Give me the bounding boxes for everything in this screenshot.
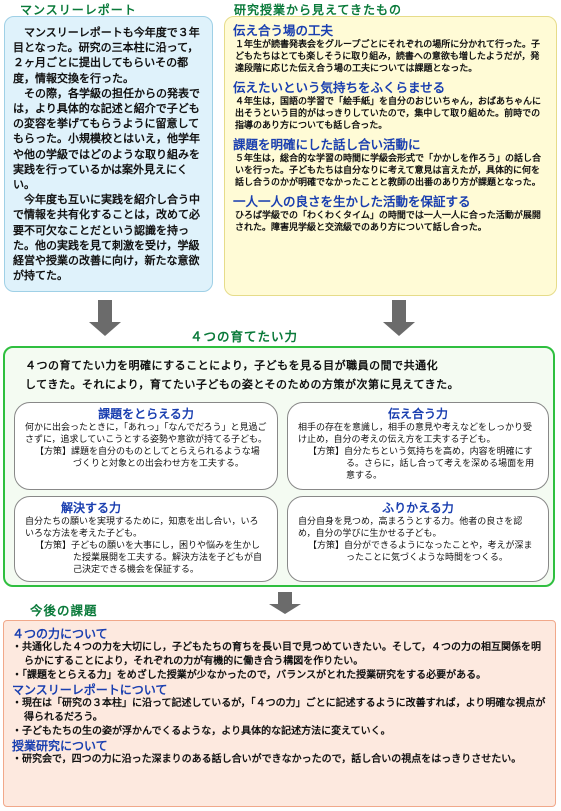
finding-heading-1: 伝え合う場の工夫 bbox=[233, 23, 334, 38]
power-card-reflect: ふりかえる力 自分自身を見つめ，高まろうとする力。他者の良さを認め，自分の学びに… bbox=[287, 496, 549, 582]
four-powers-box: ４つの育てたい力を明確にすることにより，子どもを見る目が職員の間で共通化 してき… bbox=[3, 346, 555, 587]
future-heading-2: マンスリーレポートについて bbox=[12, 683, 168, 697]
power-plan: 課題を自分のものとしてとらえられるような場づくりと対象との出会わせ方を工夫する。 bbox=[71, 447, 260, 469]
research-findings-box: 伝え合う場の工夫 １年生が読書発表会をグループごとにそれぞれの場所に分かれて行っ… bbox=[224, 16, 557, 296]
power-card-problem: 課題をとらえる力 何かに出会ったときに，「あれっ」「なんでだろう」と見過ごさずに… bbox=[14, 402, 278, 490]
future-heading-3: 授業研究について bbox=[12, 739, 108, 753]
plan-label: 【方策】 bbox=[308, 541, 345, 551]
finding-heading-3: 課題を明確にした話し合い活動に bbox=[233, 137, 421, 152]
power-name: 伝え合う力 bbox=[387, 407, 448, 421]
power-desc: 自分たちの願いを実現するために，知恵を出し合い，いろいろな方法を考えた子ども。 bbox=[25, 517, 259, 539]
power-card-solve: 解決する力 自分たちの願いを実現するために，知恵を出し合い，いろいろな方法を考え… bbox=[14, 496, 278, 582]
future-heading-1: ４つの力について bbox=[12, 627, 108, 641]
monthly-report-title: マンスリーレポート bbox=[20, 3, 137, 17]
future-tasks-box: ４つの力について ・共通化した４つの力を大切にし，子どもたちの育ちを長い目で見つ… bbox=[3, 620, 556, 807]
future-tasks-title: 今後の課題 bbox=[30, 603, 98, 618]
plan-label: 【方策】 bbox=[35, 447, 72, 457]
finding-text-1: １年生が読書発表会をグループごとにそれぞれの場所に分かれて行った。子どもたちはと… bbox=[235, 40, 541, 74]
power-desc: 相手の存在を意識し，相手の意見や考えなどをしっかり受け止め，自分の考えの伝え方を… bbox=[298, 423, 533, 445]
research-lessons-title: 研究授業から見えてきたもの bbox=[234, 3, 403, 17]
power-plan: 自分たちという気持ちを高め，内容を明確にする。さらに，話し合って考えを深める場面… bbox=[344, 447, 535, 481]
down-arrow-icon bbox=[269, 592, 301, 614]
four-powers-intro-2: してきた。それにより，育てたい子どもの姿とそのための方策が次第に見えてきた。 bbox=[25, 378, 460, 391]
power-desc: 自分自身を見つめ，高まろうとする力。他者の良さを認め，自分の学びに生かせる子ども… bbox=[298, 517, 523, 539]
monthly-report-box: マンスリーレポートも今年度で３年目となった。研究の三本柱に沿って，２ヶ月ごとに提… bbox=[4, 16, 213, 292]
down-arrow-icon bbox=[89, 300, 121, 336]
down-arrow-icon bbox=[383, 300, 415, 336]
future-bullet: ・子どもたちの生の姿が浮かんでくるような，より具体的な記述方法に変えていく。 bbox=[12, 726, 391, 737]
four-powers-intro-1: ４つの育てたい力を明確にすることにより，子どもを見る目が職員の間で共通化 bbox=[25, 359, 439, 372]
finding-text-4: ひろば学級での「わくわくタイム」の時間では一人一人に合った活動が展開された。障害… bbox=[235, 211, 541, 233]
finding-text-3: ５年生は，総合的な学習の時間に学級会形式で「かかしを作ろう」の話し合いを行った。… bbox=[235, 154, 542, 188]
power-desc: 何かに出会ったときに，「あれっ」「なんでだろう」と見過ごさずに，追求していこうと… bbox=[25, 423, 268, 445]
future-bullet: ・「課題をとらえる力」をめざした授業が少なかったので，バランスがとれた授業研究を… bbox=[12, 670, 487, 681]
future-bullet: ・現在は「研究の３本柱」に沿って記述しているが，「４つの力」ごとに記述するように… bbox=[12, 698, 546, 723]
monthly-paragraph-1: マンスリーレポートも今年度で３年目となった。研究の三本柱に沿って，２ヶ月ごとに提… bbox=[13, 26, 200, 85]
plan-label: 【方策】 bbox=[35, 541, 72, 551]
future-bullet: ・共通化した４つの力を大切にし，子どもたちの育ちを長い目で見つめていきたい。そし… bbox=[12, 642, 541, 667]
power-plan: 自分ができるようになったことや，考えが深まったことに気づくような時間をつくる。 bbox=[344, 541, 533, 563]
power-plan: 子どもの願いを大事にし，困りや悩みを生かした授業展開を工夫する。解決方法を子ども… bbox=[71, 541, 263, 575]
power-name: 解決する力 bbox=[61, 501, 122, 515]
power-name: 課題をとらえる力 bbox=[98, 407, 194, 421]
finding-heading-2: 伝えたいという気持ちをふくらませる bbox=[233, 80, 446, 95]
four-powers-title: ４つの育てたい力 bbox=[190, 329, 299, 344]
plan-label: 【方策】 bbox=[308, 447, 345, 457]
monthly-paragraph-2: その際，各学級の担任からの発表では，より具体的な記述と紹介で子どもの変容を挙げて… bbox=[13, 86, 200, 192]
future-bullet: ・研究会で，四つの力に沿った深まりのある話し合いができなかったので，話し合いの視… bbox=[12, 754, 522, 765]
power-name: ふりかえる力 bbox=[382, 501, 454, 515]
monthly-paragraph-3: 今年度も互いに実践を紹介し合う中で情報を共有化することは，改めて必要不可欠なこと… bbox=[13, 193, 200, 283]
finding-heading-4: 一人一人の良さを生かした活動を保証する bbox=[233, 194, 471, 209]
power-card-communicate: 伝え合う力 相手の存在を意識し，相手の意見や考えなどをしっかり受け止め，自分の考… bbox=[287, 402, 549, 490]
finding-text-2: ４年生は，国語の学習で「絵手紙」を自分のおじいちゃん，おばあちゃんに出そうという… bbox=[235, 97, 542, 131]
